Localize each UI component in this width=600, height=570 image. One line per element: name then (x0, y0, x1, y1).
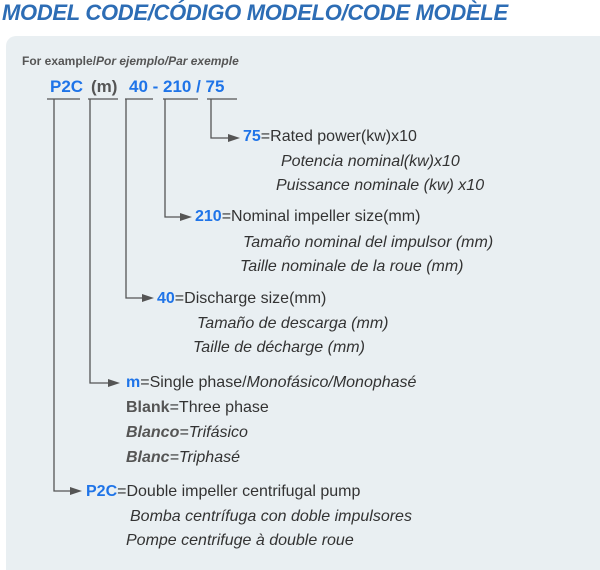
key-blank: Blank (126, 399, 170, 416)
item-blanc: Blanc=Triphasé (126, 449, 240, 467)
page-title: MODEL CODE/CÓDIGO MODELO/CODE MODÈLE (2, 0, 508, 25)
desc-impeller-fr: Taille nominale de la roue (mm) (240, 258, 464, 275)
example-label-es: Por ejemplo/ (96, 54, 169, 68)
code-numbers: 40 - 210 / 75 (129, 77, 225, 96)
arrow-discharge (142, 294, 154, 302)
item-blanco: Blanco=Trifásico (126, 424, 248, 442)
key-impeller: 210 (195, 208, 222, 225)
arrow-phase (108, 379, 120, 387)
connector-impeller (164, 99, 180, 218)
connector-phase (89, 99, 108, 384)
desc-phase-fr: Monophasé (332, 374, 417, 391)
key-blanco: Blanco (126, 424, 180, 441)
desc-blank: =Three phase (169, 399, 269, 416)
key-blanc: Blanc (126, 449, 170, 466)
desc-phase-es: Monofásico/ (246, 374, 333, 391)
desc-phase: =Single phase/ (140, 374, 247, 391)
key-pump: P2C (86, 483, 118, 500)
desc-blanc: =Triphasé (169, 449, 240, 466)
item-phase: m=Single phase/Monofásico/Monophasé (126, 374, 416, 392)
example-label: For example/Por ejemplo/Par exemple (22, 54, 239, 68)
connector-pump (53, 99, 70, 492)
key-power: 75 (243, 128, 261, 145)
desc-power: =Rated power(kw)x10 (260, 128, 417, 145)
header-bar: MODEL CODE/CÓDIGO MODELO/CODE MODÈLE (0, 0, 600, 34)
desc-pump-es: Bomba centrífuga con doble impulsores (130, 508, 412, 525)
desc-impeller-es: Tamaño nominal del impulsor (mm) (243, 234, 494, 251)
item-discharge: 40=Discharge size(mm) (157, 290, 326, 308)
item-blank: Blank=Three phase (126, 399, 269, 417)
desc-discharge-fr: Taille de décharge (mm) (193, 339, 365, 356)
desc-discharge: =Discharge size(mm) (174, 290, 327, 307)
desc-blanco: =Trifásico (179, 424, 248, 441)
arrow-power (228, 134, 240, 142)
item-pump: P2C=Double impeller centrifugal pump (86, 483, 360, 501)
code-p2c: P2C (50, 77, 84, 96)
arrow-pump (70, 487, 82, 495)
example-label-en: For example/ (22, 54, 97, 68)
desc-power-es: Potencia nominal(kw)x10 (281, 153, 460, 170)
key-discharge: 40 (157, 290, 175, 307)
key-phase: m (126, 374, 141, 391)
arrow-impeller (180, 213, 192, 221)
diagram-panel (6, 36, 600, 570)
item-impeller: 210=Nominal impeller size(mm) (195, 208, 420, 226)
code-m: (m) (91, 77, 118, 96)
item-power: 75=Rated power(kw)x10 (243, 128, 417, 146)
desc-impeller: =Nominal impeller size(mm) (221, 208, 421, 225)
desc-power-fr: Puissance nominale (kw) x10 (276, 177, 485, 194)
desc-discharge-es: Tamaño de descarga (mm) (197, 315, 389, 332)
desc-pump: =Double impeller centrifugal pump (117, 483, 361, 500)
connector-discharge (125, 99, 142, 299)
desc-pump-fr: Pompe centrifuge à double roue (126, 532, 354, 549)
connector-power (210, 99, 228, 139)
example-label-fr: Par exemple (168, 54, 239, 68)
